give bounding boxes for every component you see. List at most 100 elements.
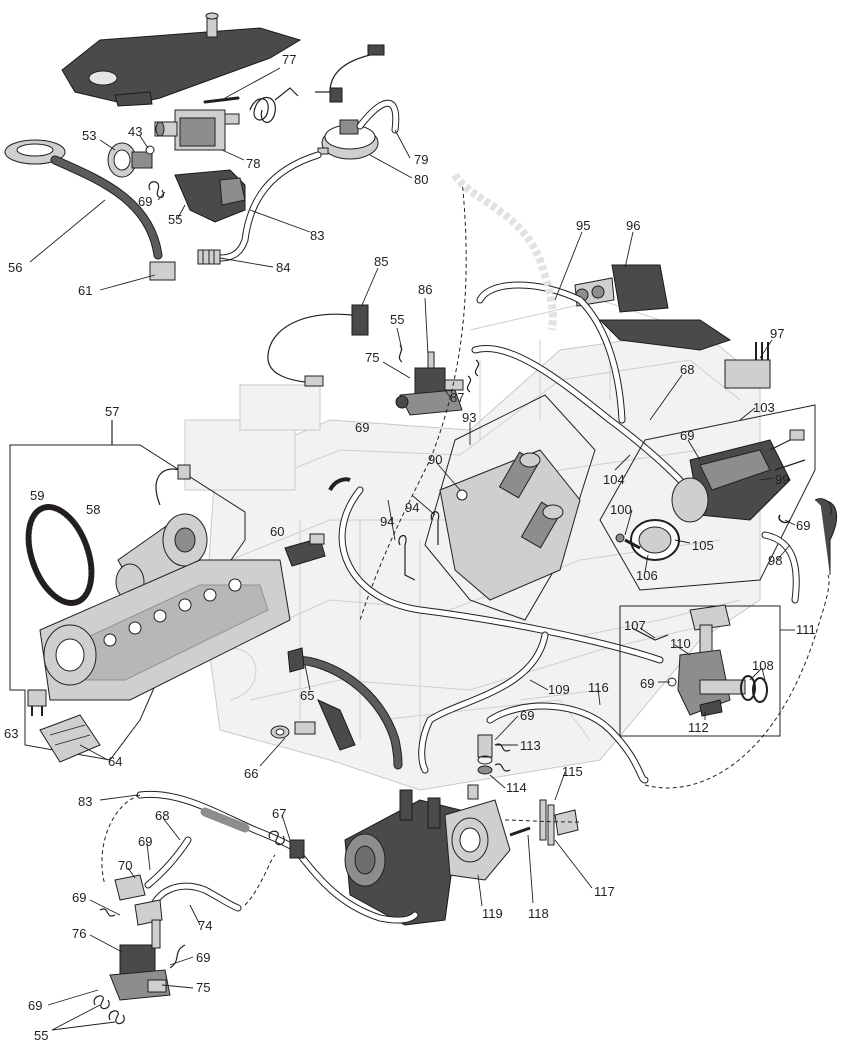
label-68: 68: [155, 808, 169, 823]
group-box-right: [599, 404, 816, 591]
tube-part-74: [146, 854, 276, 919]
label-68: 68: [680, 362, 694, 377]
pressostat-part-80: [317, 119, 379, 160]
fitting-part-70: [99, 874, 163, 926]
hose-part-83-top: [216, 151, 322, 262]
label-94: 94: [380, 514, 394, 529]
label-107: 107: [624, 618, 646, 633]
microswitch-part-63: [27, 689, 47, 716]
label-59: 59: [30, 488, 44, 503]
label-86: 86: [418, 282, 432, 297]
fittings-113-114: [477, 734, 511, 775]
hose-part-65: [287, 647, 403, 770]
brew-unit-parts-93: [398, 449, 581, 601]
hose-part-83-bottom: [101, 790, 302, 886]
label-84: 84: [276, 260, 290, 275]
tube-part-68-bottom: [144, 836, 192, 889]
ring-part-105: [630, 519, 680, 561]
label-111: 111: [796, 622, 816, 637]
label-115: 115: [562, 764, 583, 779]
label-78: 78: [246, 156, 260, 171]
tube-part-109: [338, 486, 664, 664]
flowmeter-part-53: [107, 142, 155, 178]
label-69: 69: [796, 518, 810, 533]
label-112: 112: [688, 720, 709, 735]
label-58: 58: [86, 502, 100, 517]
label-55: 55: [34, 1028, 48, 1043]
drip-tray-cover: [61, 12, 302, 107]
label-53: 53: [82, 128, 96, 143]
label-63: 63: [4, 726, 18, 741]
label-90: 90: [428, 452, 442, 467]
label-105: 105: [692, 538, 714, 553]
solenoid-valve-part-87: [395, 344, 480, 416]
label-109: 109: [548, 682, 570, 697]
clips-part-55-bottom: [93, 830, 285, 1025]
label-75: 75: [196, 980, 210, 995]
label-114: 114: [506, 780, 527, 795]
label-108: 108: [752, 658, 774, 673]
label-55: 55: [390, 312, 404, 327]
label-66: 66: [244, 766, 258, 781]
label-43: 43: [128, 124, 142, 139]
label-79: 79: [414, 152, 428, 167]
board-part-64: [39, 714, 101, 763]
valve-parts-111: [631, 604, 768, 717]
hose-part-56: [4, 139, 176, 281]
solenoid-valve-part-76: [109, 919, 186, 1001]
label-93: 93: [462, 410, 476, 425]
label-69: 69: [138, 194, 152, 209]
motor-group-box-57: [9, 420, 246, 761]
tube-part-67: [289, 839, 419, 924]
label-83: 83: [310, 228, 324, 243]
label-97: 97: [770, 326, 784, 341]
label-87: 87: [450, 390, 464, 405]
spring-part-77: [203, 87, 299, 123]
label-117: 117: [594, 884, 615, 899]
label-70: 70: [118, 858, 132, 873]
heater-part-119b: [444, 784, 511, 881]
label-64: 64: [108, 754, 122, 769]
tube-part-98: [761, 531, 800, 604]
label-69: 69: [138, 834, 152, 849]
label-69: 69: [355, 420, 369, 435]
water-tank-part-119: [344, 789, 461, 926]
label-94: 94: [405, 500, 419, 515]
label-106: 106: [636, 568, 658, 583]
label-100: 100: [610, 502, 632, 517]
label-69: 69: [680, 428, 694, 443]
tube-part-68-top: [471, 345, 684, 484]
leader-lines: [29, 67, 796, 1031]
label-103: 103: [753, 400, 775, 415]
bracket-part-55: [148, 169, 246, 223]
label-69: 69: [28, 998, 42, 1013]
label-74: 74: [198, 918, 212, 933]
tube-part-95: [476, 281, 626, 424]
label-110: 110: [670, 636, 691, 651]
label-69: 69: [640, 676, 654, 691]
label-61: 61: [78, 283, 92, 298]
tube-part-109b: [418, 631, 549, 774]
label-95: 95: [576, 218, 590, 233]
label-96: 96: [626, 218, 640, 233]
label-85: 85: [374, 254, 388, 269]
sensor-part-85: [267, 304, 369, 387]
label-57: 57: [105, 404, 119, 419]
label-77: 77: [282, 52, 296, 67]
label-80: 80: [414, 172, 428, 187]
sensors-115-117-118: [504, 799, 581, 846]
belt-part-59: [25, 504, 95, 606]
label-113: 113: [520, 738, 541, 753]
label-55: 55: [168, 212, 182, 227]
label-56: 56: [8, 260, 22, 275]
label-60: 60: [270, 524, 284, 539]
label-99: 99: [775, 472, 789, 487]
tube-part-116: [486, 574, 830, 789]
label-98: 98: [768, 553, 782, 568]
label-118: 118: [528, 906, 549, 921]
fitting-part-66: [270, 721, 316, 739]
label-76: 76: [72, 926, 86, 941]
label-83: 83: [78, 794, 92, 809]
label-104: 104: [603, 472, 625, 487]
